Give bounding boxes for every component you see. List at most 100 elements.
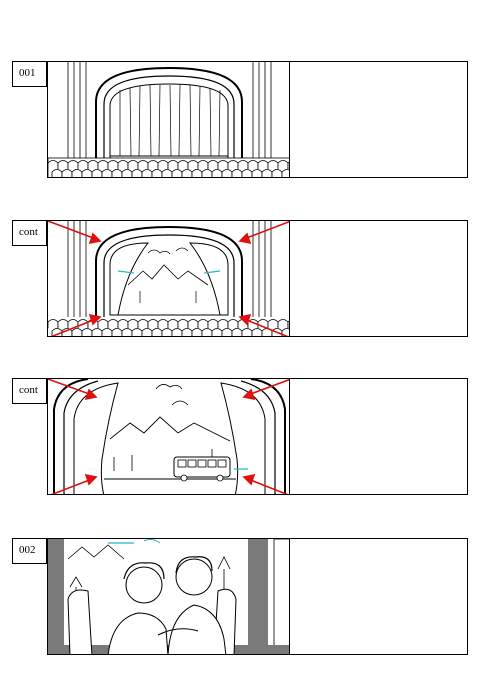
notes-box-4 <box>290 538 468 655</box>
storyboard-row-2: cont <box>12 220 468 337</box>
seat <box>201 169 213 177</box>
seat <box>107 319 119 328</box>
seat <box>51 169 63 177</box>
seat <box>117 319 129 328</box>
seat <box>201 328 213 336</box>
seat <box>221 328 233 336</box>
seat <box>217 319 229 328</box>
seat <box>177 160 189 169</box>
storyboard-panel-3 <box>47 378 290 495</box>
seat <box>71 328 83 336</box>
seat <box>131 169 143 177</box>
seat <box>237 160 249 169</box>
seat <box>171 169 183 177</box>
seat <box>267 319 279 328</box>
seat <box>111 328 123 336</box>
seat <box>277 319 289 328</box>
seat <box>151 328 163 336</box>
seat <box>107 160 119 169</box>
frame-label-4: 002 <box>12 538 47 564</box>
seat <box>217 160 229 169</box>
seat <box>207 160 219 169</box>
seat <box>251 169 263 177</box>
seat <box>137 160 149 169</box>
storyboard-row-1: 001 <box>12 61 468 178</box>
seat <box>101 328 113 336</box>
stage-closeup-bus-drawing <box>48 379 289 494</box>
seat <box>181 169 193 177</box>
seat <box>167 319 179 328</box>
seat <box>101 169 113 177</box>
seat <box>241 169 253 177</box>
frame-label-3: cont <box>12 378 47 404</box>
notes-box-3 <box>290 378 468 495</box>
seat <box>141 328 153 336</box>
seat <box>57 319 69 328</box>
seat <box>227 160 239 169</box>
seat <box>48 319 59 328</box>
seat <box>121 169 133 177</box>
couple-in-bus-drawing <box>48 539 289 654</box>
frame-label-2: cont <box>12 220 47 246</box>
seat <box>141 169 153 177</box>
seat <box>181 328 193 336</box>
theater-closed-curtain-drawing <box>48 62 289 177</box>
storyboard-panel-4 <box>47 538 290 655</box>
seat <box>77 160 89 169</box>
seat <box>271 169 283 177</box>
seat <box>231 328 243 336</box>
seat <box>91 328 103 336</box>
seat <box>191 169 203 177</box>
seat <box>161 169 173 177</box>
seat <box>247 160 259 169</box>
seat <box>221 169 233 177</box>
seat <box>187 319 199 328</box>
seat <box>177 319 189 328</box>
storyboard-panel-1 <box>47 61 290 178</box>
storyboard-row-3: cont <box>12 378 468 495</box>
seat <box>241 328 253 336</box>
seat <box>111 169 123 177</box>
seat <box>211 328 223 336</box>
notes-box-2 <box>290 220 468 337</box>
seat <box>87 160 99 169</box>
seat <box>61 169 73 177</box>
seat <box>227 319 239 328</box>
seat <box>97 319 109 328</box>
seat <box>161 328 173 336</box>
seat <box>211 169 223 177</box>
notes-box-1 <box>290 61 468 178</box>
seat <box>137 319 149 328</box>
seat <box>48 160 59 169</box>
seat <box>287 161 289 169</box>
seat <box>171 328 183 336</box>
storyboard-panel-2 <box>47 220 290 337</box>
seat <box>67 160 79 169</box>
frame-label-1: 001 <box>12 61 47 87</box>
seat <box>187 160 199 169</box>
seat <box>117 160 129 169</box>
seat <box>131 328 143 336</box>
seat <box>257 160 269 169</box>
seat <box>57 160 69 169</box>
seat <box>97 160 109 169</box>
seat <box>281 328 289 336</box>
seat <box>167 160 179 169</box>
seat <box>207 319 219 328</box>
seat <box>127 160 139 169</box>
seat <box>267 160 279 169</box>
seat <box>147 319 159 328</box>
seat <box>231 169 243 177</box>
seat <box>197 160 209 169</box>
seat <box>287 320 289 328</box>
seat <box>121 328 133 336</box>
seat <box>81 169 93 177</box>
seat <box>261 169 273 177</box>
seat <box>251 328 263 336</box>
storyboard-row-4: 002 <box>12 538 468 655</box>
seat <box>191 328 203 336</box>
seat <box>151 169 163 177</box>
seat <box>277 160 289 169</box>
seat <box>81 328 93 336</box>
seat <box>91 169 103 177</box>
